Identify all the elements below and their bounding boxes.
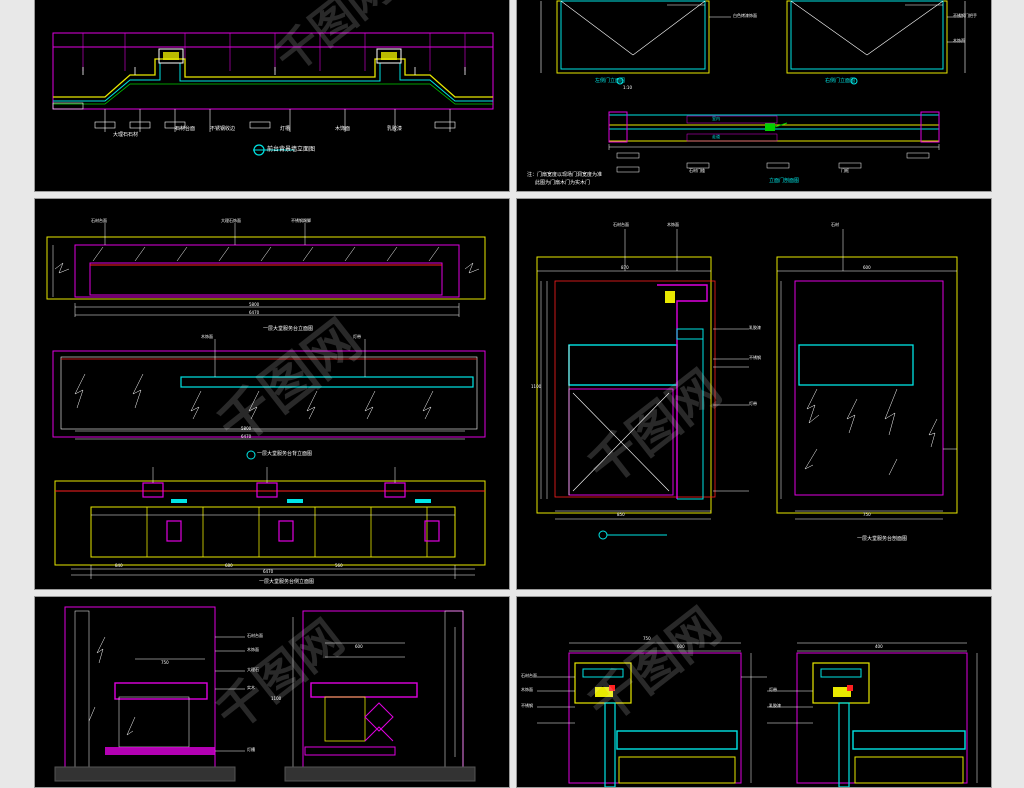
sheet4-label-1: 石材台面 (613, 222, 629, 227)
reception-desk-elevations (46, 223, 486, 579)
door-left-caption: 左侧门立面图 (595, 78, 626, 84)
sheet3-caption-b: 一层大堂服务台背立面图 (257, 451, 313, 457)
door-elevation-drawing (540, 0, 966, 173)
sheet6-dim-1: 750 (643, 636, 651, 641)
sheet4-dim-4: 600 (863, 265, 871, 270)
sheet1-caption: 前台背景墙立面图 (267, 146, 316, 153)
sheet5-label-5: 灯槽 (247, 747, 255, 752)
sheet4-dim-1: 870 (621, 265, 629, 270)
sheet1-label-1: 大理石石材 (113, 132, 139, 138)
sheet1-label-5: 木饰面 (335, 126, 351, 132)
sheet6-label-2: 木饰面 (521, 687, 533, 692)
door-note-1: 注：门扇宽度以现场门洞宽度为准 (527, 172, 603, 178)
door-right-caption: 右侧门立面图 (825, 78, 856, 84)
drawing-sheet-5: 石材台面 木饰面 大理石 实木 灯槽 1100 750 600 千图网 (34, 596, 510, 788)
tag-room: 室内 (712, 116, 720, 121)
sheet5-dim-2: 750 (161, 660, 169, 665)
sheet3-dim-c1: 6470 (263, 569, 274, 574)
sheet6-label-3: 不锈钢 (521, 703, 533, 708)
sheet3-label-3: 不锈钢踢脚 (291, 218, 311, 223)
sheet3-label-4: 木饰面 (201, 334, 213, 339)
sheet5-label-3: 大理石 (247, 667, 259, 672)
drawing-sheet-6: 750 600 400 石材台面 木饰面 不锈钢 灯带 乳胶漆 千图网 (516, 596, 992, 788)
sheet6-label-1: 石材台面 (521, 673, 537, 678)
sheet3-dim-b1: 5800 (241, 426, 252, 431)
sheet3-dim-a2: 6470 (249, 310, 260, 315)
sheet4-caption: 一层大堂服务台剖面图 (857, 536, 908, 542)
sheet3-dim-b2: 6470 (241, 434, 252, 439)
sheet3-caption-c: 一层大堂服务台侧立面图 (259, 579, 315, 585)
sheet3-caption-a: 一层大堂服务台立面图 (263, 326, 314, 332)
sheet5-label-1: 石材台面 (247, 633, 263, 638)
sheet4-label-3: 乳胶漆 (749, 325, 761, 330)
sheet3-dim-a1: 5800 (249, 302, 260, 307)
counter-section-right (537, 642, 978, 787)
sheet3-dim-c4: 560 (335, 563, 343, 568)
door-label-1: 白色烤漆饰面 (733, 13, 757, 18)
sheet4-label-4: 不锈钢 (749, 355, 761, 360)
sheet4-label-2: 木饰面 (667, 222, 679, 227)
sheet6-label-5: 乳胶漆 (769, 703, 781, 708)
sheet6-label-4: 灯带 (769, 687, 777, 692)
sheet1-label-4: 灯槽 (280, 126, 291, 132)
sheet1-label-6: 乳胶漆 (387, 126, 403, 132)
sheet3-label-5: 灯带 (353, 334, 361, 339)
door-section-caption: 立面门剖面图 (769, 178, 800, 184)
drawing-sheet-2: 左侧门立面图 右侧门立面图 1:10 室内 走道 白色烤漆饰面 不锈钢门把手 木… (516, 0, 992, 192)
drawing-sheet-1: 大理石石材 石材台面 不锈钢收边 灯槽 木饰面 乳胶漆 前台背景墙立面图 千图网 (34, 0, 510, 192)
door-label-5: 门框 (841, 168, 849, 173)
reception-desk-section (536, 229, 958, 540)
sheet6-dim-3: 400 (875, 644, 883, 649)
sheet1-label-2: 石材台面 (175, 126, 196, 132)
drawing-sheet-4: 870 1100 850 600 750 石材台面 木饰面 乳胶漆 不锈钢 灯带… (516, 198, 992, 590)
door-note-2: 此图为门扇木门为实木门 (535, 180, 591, 186)
sheet5-dim-1: 1100 (271, 696, 282, 701)
drawing-sheet-3: 5800 6470 一层大堂服务台立面图 石材台面 大理石饰面 不锈钢踢脚 木饰… (34, 198, 510, 590)
sheet3-label-2: 大理石饰面 (221, 218, 241, 223)
counter-section-left (54, 606, 476, 782)
sheet3-label-1: 石材台面 (91, 218, 107, 223)
sheet4-dim-2: 1100 (531, 384, 542, 389)
sheet1-label-3: 不锈钢收边 (210, 126, 236, 132)
sheet5-label-2: 木饰面 (247, 647, 259, 652)
elevation-drawing-1 (52, 32, 494, 156)
sheet4-dim-3: 850 (617, 512, 625, 517)
door-scale: 1:10 (623, 85, 632, 90)
sheet4-dim-5: 750 (863, 512, 871, 517)
sheet5-label-4: 实木 (247, 685, 255, 690)
door-label-3: 木饰面 (953, 38, 965, 43)
tag-corridor: 走道 (712, 134, 720, 139)
sheet4-label-6: 石材 (831, 222, 839, 227)
door-label-4: 石材门槛 (689, 168, 705, 173)
sheet5-dim-3: 600 (355, 644, 363, 649)
sheet3-dim-c3: 680 (225, 563, 233, 568)
sheet6-dim-2: 600 (677, 644, 685, 649)
door-label-2: 不锈钢门把手 (953, 13, 977, 18)
sheet3-dim-c2: 840 (115, 563, 123, 568)
sheet4-label-5: 灯带 (749, 401, 757, 406)
